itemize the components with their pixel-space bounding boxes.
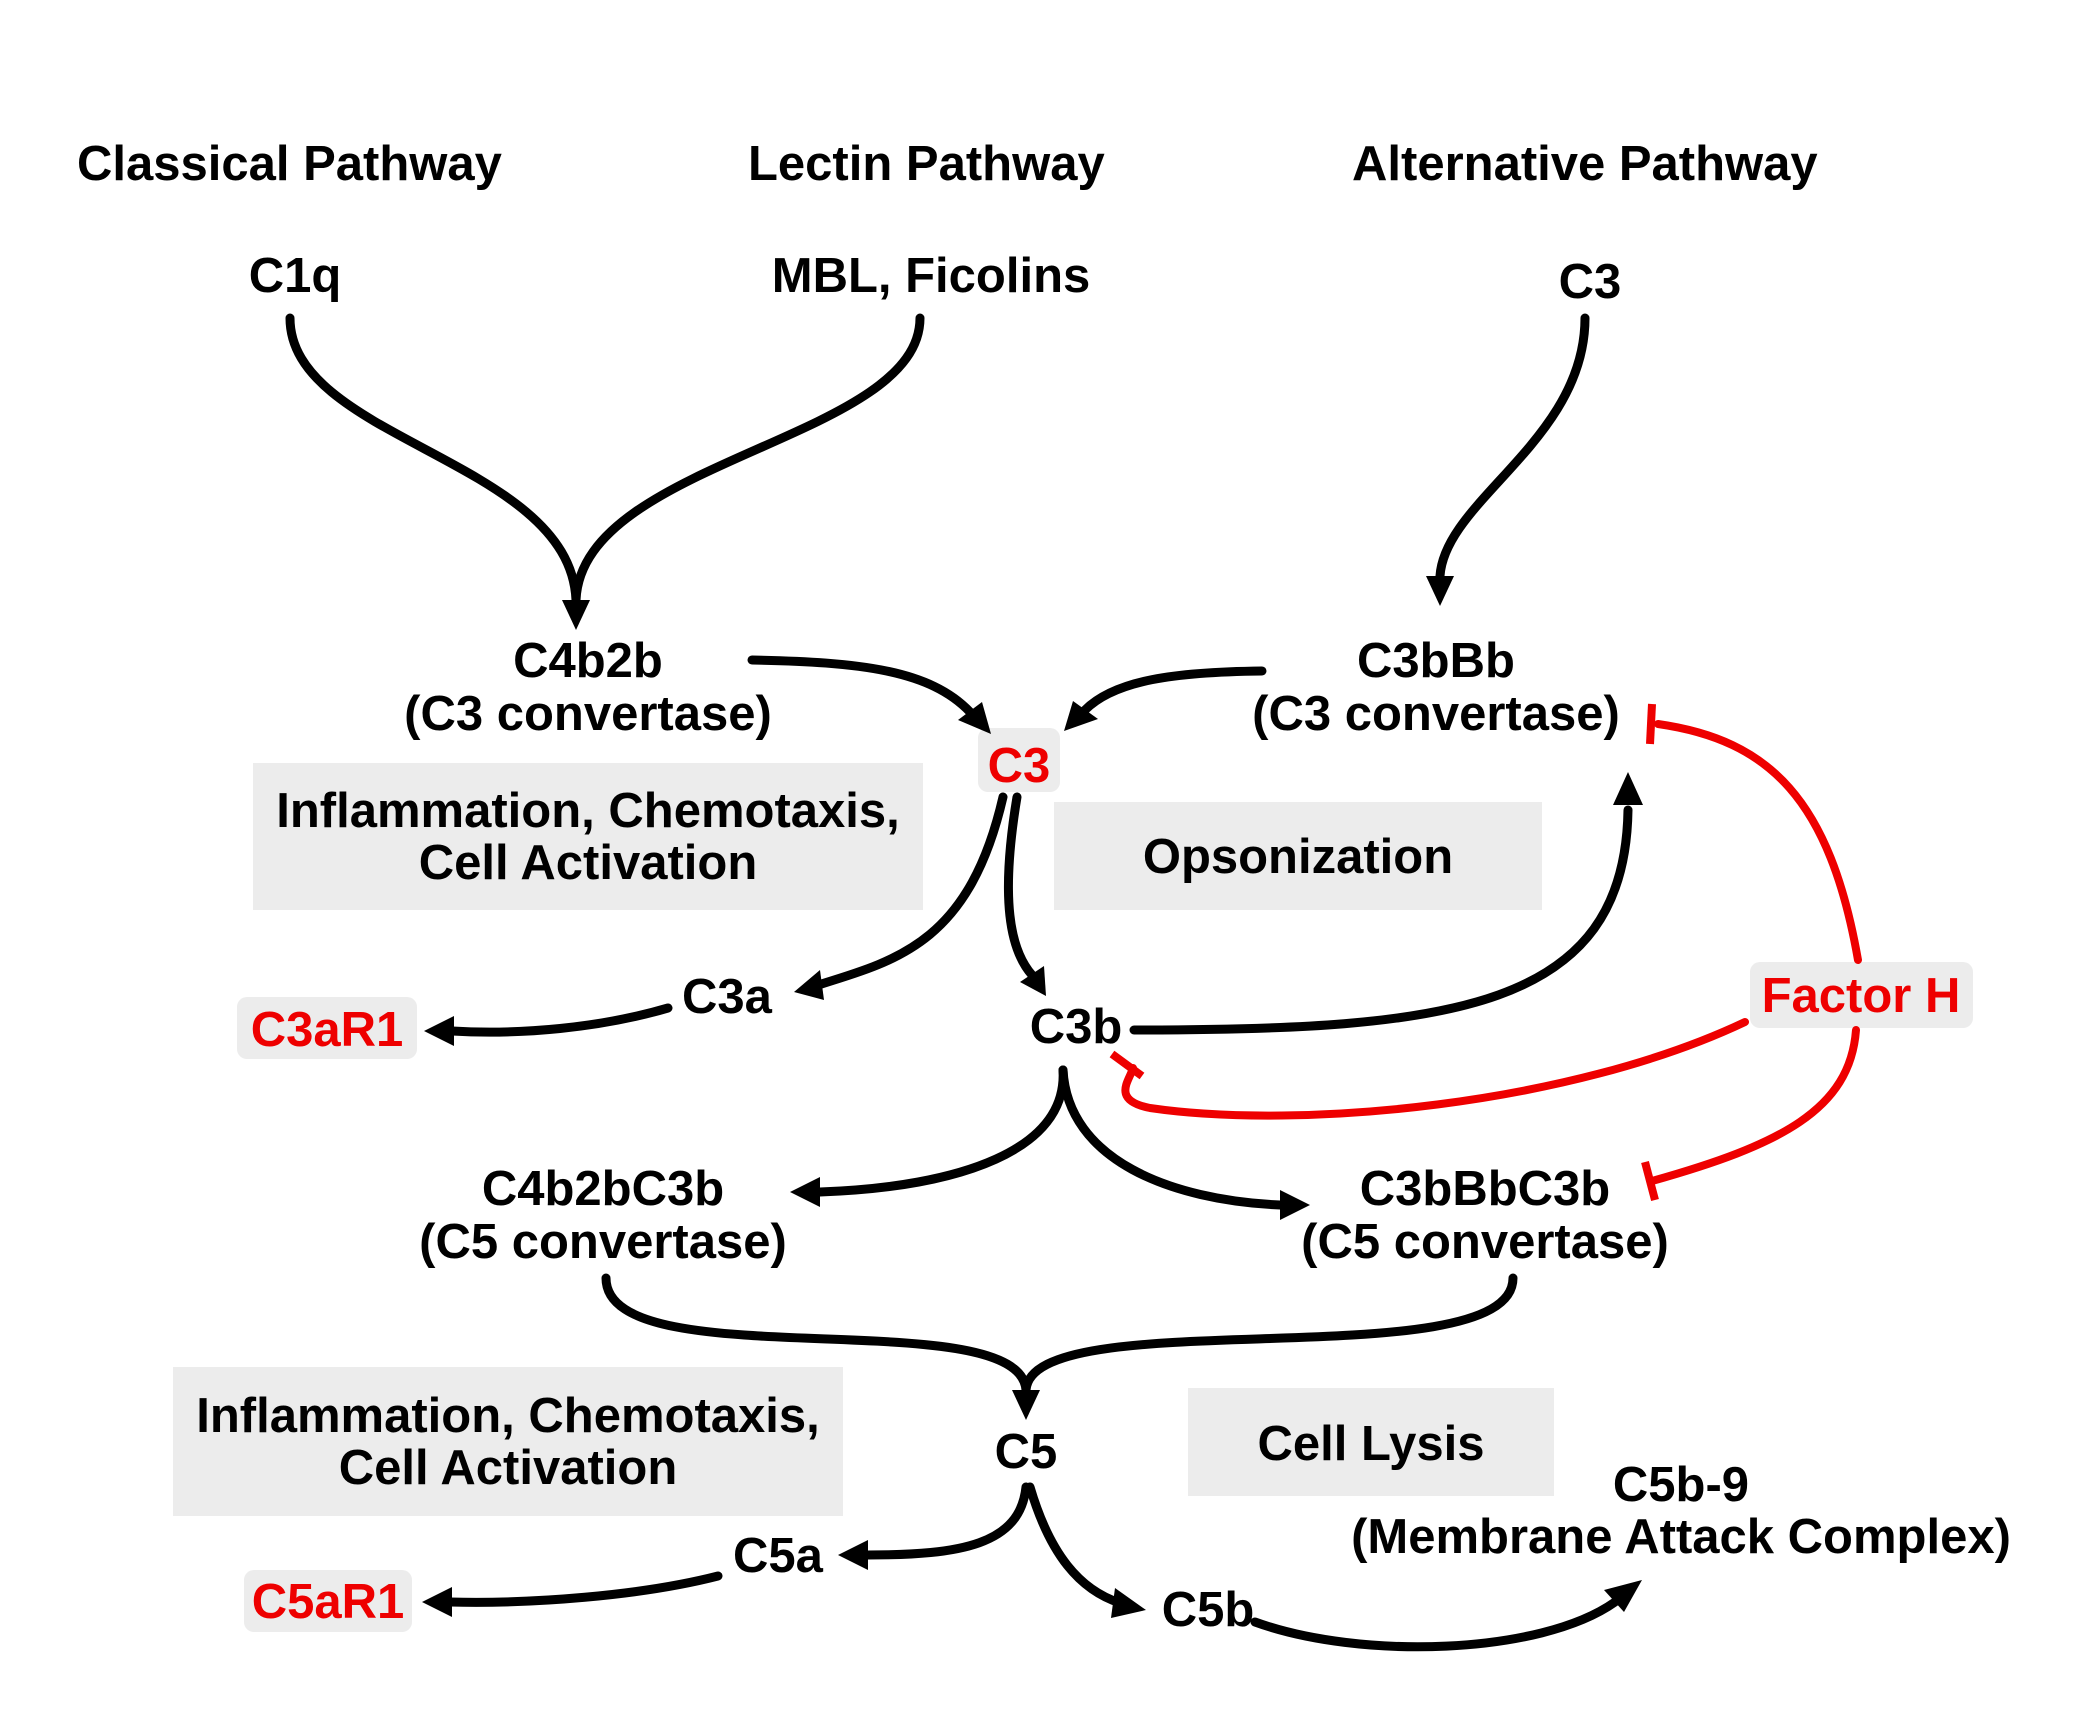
- arrow-c5b-to-mac: [1250, 1597, 1620, 1652]
- arrow-c3-to-c3a: [813, 792, 1008, 990]
- arrow-c4b2bc3b-to-c5: [601, 1273, 1031, 1395]
- c3ar1-label: C3aR1: [251, 1003, 404, 1057]
- mac-role-label: (Membrane Attack Complex): [1351, 1510, 2011, 1564]
- c5b-label: C5b: [1162, 1583, 1255, 1637]
- arrowhead-mac: [1604, 1580, 1642, 1612]
- inhibition-bar-c3b: [1109, 1050, 1145, 1080]
- arrow-mbl-to-c4b2b: [571, 313, 925, 605]
- lectin-pathway-label: Lectin Pathway: [748, 137, 1105, 191]
- arrow-c5-to-c5b: [1025, 1482, 1125, 1608]
- inflammation-box-top: [253, 763, 923, 910]
- alternative-pathway-label: Alternative Pathway: [1352, 137, 1818, 191]
- arrowhead-c3bbbc3b: [1280, 1190, 1310, 1220]
- arrowhead-c3ar1: [424, 1016, 454, 1046]
- c3-central-label: C3: [988, 739, 1051, 793]
- inhibition-factor-h-to-c3bbbc3b: [1648, 1026, 1860, 1185]
- c4b2bc3b-label: C4b2bC3b: [482, 1162, 724, 1216]
- mbl-ficolins-label: MBL, Ficolins: [772, 249, 1091, 303]
- factor-h-label: Factor H: [1762, 969, 1961, 1023]
- arrowhead-c3a: [794, 970, 824, 1000]
- arrowhead-c5ar1: [422, 1587, 452, 1617]
- arrow-c5a-to-c5ar1: [445, 1571, 723, 1607]
- arrowhead-c5: [1012, 1390, 1040, 1420]
- cell-lysis-label: Cell Lysis: [1258, 1417, 1485, 1471]
- arrowhead-c5b: [1111, 1588, 1146, 1618]
- opsonization-box: [1054, 802, 1542, 910]
- arrow-c3bbbc3b-to-c5: [1021, 1273, 1518, 1395]
- arrow-c3-to-c3bbb: [1435, 313, 1590, 581]
- arrow-c5-to-c5a: [863, 1482, 1031, 1560]
- arrow-c4b2b-to-c3: [747, 655, 975, 717]
- c3ar1-pill: [237, 997, 417, 1059]
- arrow-c3b-to-c3bbb-loop: [1129, 805, 1633, 1035]
- factor-h-pill: [1750, 962, 1973, 1028]
- arrowhead-c3bbb: [1426, 576, 1454, 606]
- arrow-c1q-to-c4b2b: [285, 313, 581, 605]
- inhibition-factor-h-to-c3bbb: [1654, 720, 1862, 964]
- c3a-label: C3a: [682, 970, 773, 1024]
- c3bbb-role-label: (C3 convertase): [1252, 687, 1620, 741]
- arrow-c3bbb-to-c3: [1080, 666, 1267, 715]
- c4b2b-label: C4b2b: [513, 634, 663, 688]
- c3bbb-label: C3bBb: [1357, 634, 1515, 688]
- inflammation-top-line2: Cell Activation: [419, 836, 758, 890]
- arrowhead-c3bbb-loop: [1613, 772, 1643, 805]
- c5-label: C5: [995, 1425, 1058, 1479]
- inhibition-bar-c3bbbc3b: [1641, 1160, 1659, 1202]
- mac-name-label: C5b-9: [1613, 1458, 1749, 1512]
- classical-pathway-label: Classical Pathway: [77, 137, 502, 191]
- opsonization-label: Opsonization: [1143, 830, 1453, 884]
- arrow-c3a-to-c3ar1: [447, 1003, 673, 1037]
- arrowhead-c3-left: [958, 702, 991, 734]
- arrow-c3b-to-c3bbbc3b: [1058, 1065, 1285, 1210]
- c3bbbc3b-label: C3bBbC3b: [1360, 1162, 1610, 1216]
- arrow-c3-to-c3b: [1003, 792, 1037, 980]
- inhibition-bar-c3bbb: [1646, 703, 1656, 745]
- c3bbbc3b-role-label: (C5 convertase): [1301, 1215, 1669, 1269]
- c3-central-pill: [978, 728, 1060, 792]
- inhibition-factor-h-to-c3b: [1121, 1018, 1749, 1120]
- inflammation-box-bottom: [173, 1367, 843, 1516]
- cell-lysis-box: [1188, 1388, 1554, 1496]
- c1q-label: C1q: [249, 249, 342, 303]
- inflammation-bottom-line2: Cell Activation: [339, 1441, 678, 1495]
- c3-alternative-label: C3: [1559, 255, 1622, 309]
- c5a-label: C5a: [733, 1529, 824, 1583]
- inflammation-bottom-line1: Inflammation, Chemotaxis,: [196, 1389, 820, 1443]
- c4b2b-role-label: (C3 convertase): [404, 687, 772, 741]
- c3b-label: C3b: [1030, 1000, 1123, 1054]
- inflammation-top-line1: Inflammation, Chemotaxis,: [276, 784, 900, 838]
- c5ar1-label: C5aR1: [252, 1575, 405, 1629]
- arrow-c3b-to-c4b2bc3b: [815, 1065, 1068, 1197]
- c4b2bc3b-role-label: (C5 convertase): [419, 1215, 787, 1269]
- arrowhead-c4b2b: [562, 600, 590, 630]
- arrowhead-c5a: [838, 1540, 868, 1570]
- c5ar1-pill: [244, 1570, 412, 1632]
- arrowhead-c3-right: [1064, 701, 1098, 731]
- arrowhead-c3b: [1020, 966, 1046, 996]
- arrowhead-c4b2bc3b: [790, 1177, 820, 1207]
